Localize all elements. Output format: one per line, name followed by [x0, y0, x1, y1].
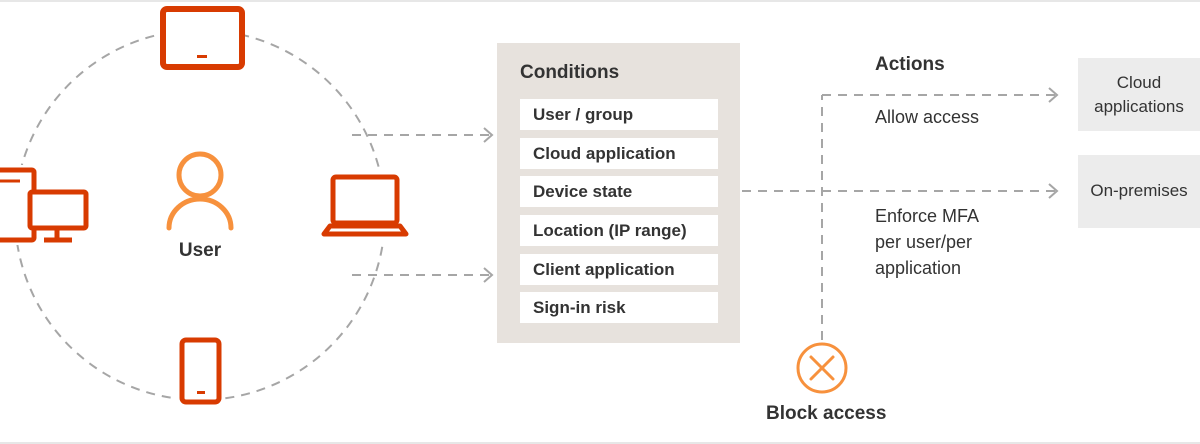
on-premises-box: On-premises — [1078, 155, 1200, 228]
cloud-applications-line: applications — [1094, 96, 1184, 116]
condition-item: Client application — [520, 254, 718, 285]
condition-item: User / group — [520, 99, 718, 130]
arrows-to-conditions — [352, 127, 494, 283]
allow-access-label: Allow access — [875, 107, 980, 127]
conditions-title: Conditions — [520, 62, 620, 83]
enforce-mfa-line: per user/per — [875, 232, 973, 252]
user-label: User — [178, 240, 222, 261]
arrow-to-on-premises — [742, 183, 1059, 199]
user-icon — [166, 151, 234, 231]
laptop-icon — [318, 172, 412, 240]
block-x-icon — [796, 342, 848, 394]
enforce-mfa-line: Enforce MFA — [875, 206, 980, 226]
enforce-mfa-line: application — [875, 258, 962, 278]
cloud-applications-line: Cloud — [1116, 72, 1162, 92]
arrow-to-cloud-applications — [821, 87, 1059, 340]
on-premises-label: On-premises — [1090, 181, 1188, 200]
condition-item: Cloud application — [520, 138, 718, 169]
tablet-icon — [157, 4, 245, 70]
condition-item: Sign-in risk — [520, 292, 718, 323]
smartphone-icon — [176, 335, 224, 407]
desktop-computer-icon — [0, 165, 89, 245]
enforce-mfa-label: Enforce MFA per user/per application — [875, 203, 979, 281]
condition-item: Location (IP range) — [520, 215, 718, 246]
block-access-label: Block access — [766, 403, 887, 424]
actions-title: Actions — [875, 54, 945, 75]
condition-item: Device state — [520, 176, 718, 207]
cloud-applications-box: Cloud applications — [1078, 58, 1200, 131]
